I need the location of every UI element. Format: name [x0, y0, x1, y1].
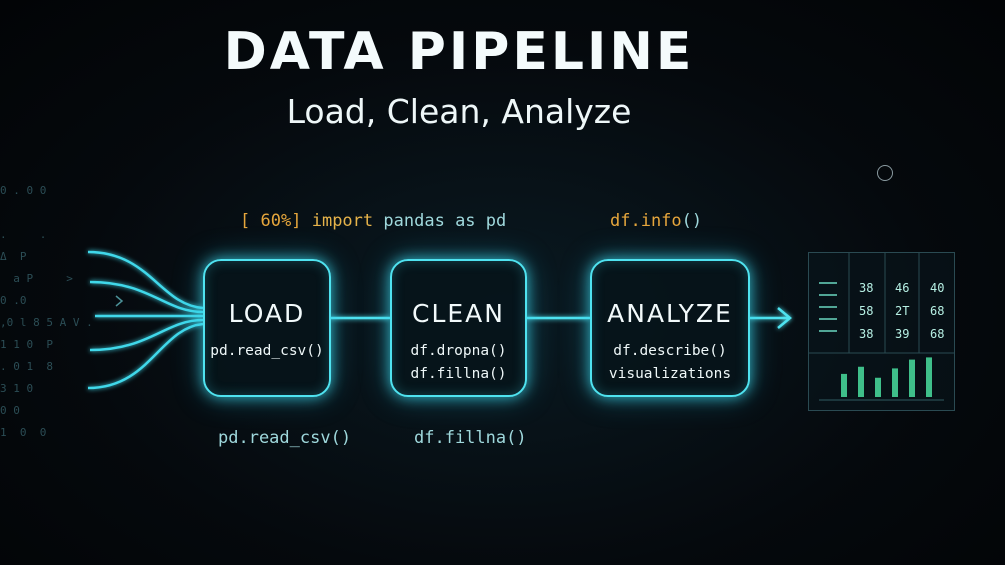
- module-alias: pd: [485, 211, 507, 231]
- keyword-as: as: [455, 211, 476, 231]
- info-call: df.info: [610, 211, 682, 231]
- stage-name: LOAD: [228, 299, 306, 328]
- background-code-glyphs: 0 . 0 0 . .Δ P a P >0 .0,0 l 8 5 A V .1 …: [0, 184, 93, 439]
- info-parens: (): [681, 211, 703, 231]
- table-grid: [809, 253, 954, 401]
- mini-bar: [909, 359, 915, 397]
- table-cell: 46: [895, 281, 910, 295]
- stage-clean: CLEAN df.dropna() df.fillna(): [390, 259, 527, 397]
- stage-command: pd.read_csv(): [210, 343, 324, 359]
- mini-bar: [858, 366, 864, 397]
- table-cell: 68: [930, 327, 945, 341]
- circle-decoration: [877, 165, 893, 181]
- list-lines-icon: [819, 282, 837, 332]
- table-cell: 38: [859, 281, 874, 295]
- module-name: pandas: [383, 211, 445, 231]
- input-stream-lines: [87, 250, 204, 390]
- table-cell: 58: [859, 304, 874, 318]
- mini-bar: [892, 368, 898, 397]
- mini-bar: [875, 377, 881, 397]
- stage-analyze: ANALYZE df.describe() visualizations: [590, 259, 750, 397]
- mini-bar: [926, 357, 932, 397]
- bracket-close: ]: [291, 211, 302, 231]
- table-cell: 2T: [895, 304, 910, 318]
- stage-command: df.describe(): [613, 343, 727, 359]
- output-table-panel: 38 46 40 58 2T 68 38 39 68: [808, 252, 955, 411]
- stage-name: CLEAN: [412, 299, 505, 328]
- mini-bar: [841, 373, 847, 397]
- output-arrow-icon: [777, 307, 792, 329]
- stage-name: ANALYZE: [607, 299, 733, 328]
- stage-command: df.fillna(): [410, 366, 507, 382]
- table-cell: 38: [859, 327, 874, 341]
- chevron-glyphs: [115, 295, 124, 307]
- stage-load: LOAD pd.read_csv(): [203, 259, 331, 397]
- mini-bar-chart: [841, 357, 932, 397]
- stage-command: visualizations: [608, 366, 732, 382]
- bracket-open: [: [240, 211, 251, 231]
- bottom-annotation-clean: df.fillna(): [414, 428, 527, 448]
- stage-command: df.dropna(): [410, 343, 507, 359]
- page-title: DATA PIPELINE: [223, 22, 695, 82]
- bottom-annotation-load: pd.read_csv(): [218, 428, 352, 448]
- info-annotation: df.info(): [610, 211, 702, 231]
- chevron-right-icon: [115, 295, 124, 307]
- progress-percent: 60%: [260, 211, 292, 231]
- page-subtitle: Load, Clean, Analyze: [286, 92, 632, 131]
- keyword-import: import: [311, 211, 374, 231]
- table-cell: 39: [895, 327, 910, 341]
- import-annotation: [ 60%] import pandas as pd: [240, 211, 506, 231]
- table-cell: 68: [930, 304, 945, 318]
- table-cell: 40: [930, 281, 945, 295]
